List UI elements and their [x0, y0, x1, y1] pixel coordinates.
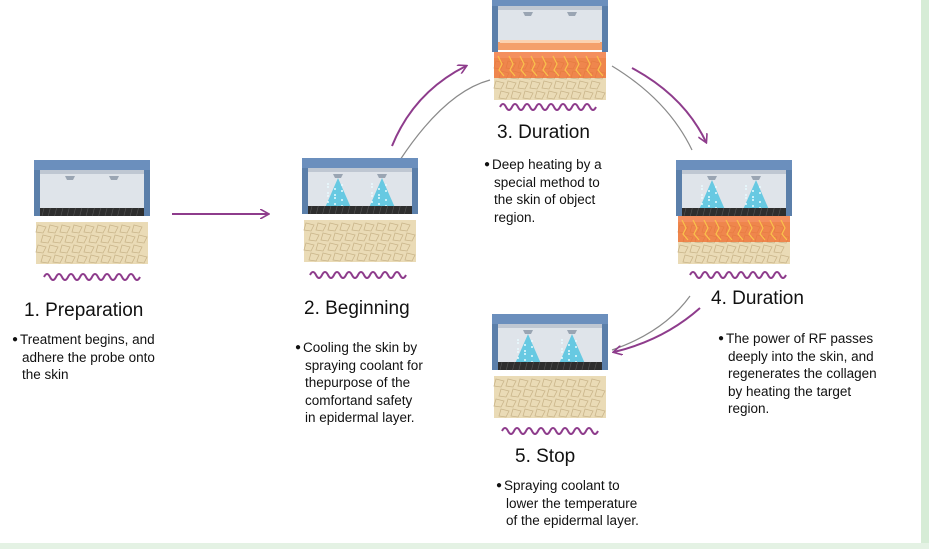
- description-line: thepurpose of the: [295, 374, 423, 392]
- description-text: special method to: [494, 174, 600, 190]
- description-line: ●Treatment begins, and: [12, 331, 155, 349]
- description-line: ●Cooling the skin by: [295, 339, 423, 357]
- description-text: lower the temperature: [506, 495, 638, 511]
- description-line: ●Spraying coolant to: [496, 477, 639, 495]
- description-line: adhere the probe onto: [12, 349, 155, 367]
- bullet-icon: ●: [496, 480, 503, 491]
- cycle-arc-4-5: [611, 295, 691, 351]
- description-line: spraying coolant for: [295, 357, 423, 375]
- arrow-4-to-5: [614, 307, 701, 352]
- description-line: the skin of object: [484, 191, 602, 209]
- wave-icon: [501, 427, 599, 435]
- bullet-icon: ●: [12, 334, 19, 345]
- bullet-icon: ●: [295, 342, 302, 353]
- description-text: Treatment begins, and: [20, 332, 155, 347]
- step-title-beginning: 2. Beginning: [304, 298, 410, 319]
- description-line: by heating the target: [718, 383, 877, 401]
- step-title-stop: 5. Stop: [515, 446, 576, 467]
- probe-illustration-duration-4: [674, 160, 794, 268]
- cycle-arc-3-4: [611, 65, 693, 151]
- description-text: of the epidermal layer.: [506, 513, 639, 528]
- description-line: region.: [718, 400, 877, 418]
- description-text: The power of RF passes: [726, 331, 874, 346]
- description-text: by heating the target: [728, 383, 852, 399]
- description-text: the skin: [22, 367, 69, 382]
- probe-illustration-duration-3: [490, 0, 610, 104]
- arrow-2-to-3: [391, 66, 466, 147]
- step-title-preparation: 1. Preparation: [24, 300, 144, 321]
- bullet-icon: ●: [484, 159, 491, 170]
- wave-icon: [689, 271, 787, 279]
- description-text: in epidermal layer.: [305, 410, 415, 425]
- arrow-3-to-4: [631, 67, 706, 142]
- description-line: of the epidermal layer.: [496, 512, 639, 530]
- step-title-duration-3: 3. Duration: [497, 122, 590, 143]
- wave-icon: [499, 103, 597, 111]
- description-text: deeply into the skin, and: [728, 348, 874, 364]
- description-line: special method to: [484, 174, 602, 192]
- cycle-arc-2-3: [399, 79, 491, 161]
- description-text: thepurpose of the: [305, 375, 411, 390]
- description-text: Cooling the skin by: [303, 340, 418, 355]
- step-title-duration-4: 4. Duration: [711, 288, 804, 309]
- description-line: comfortand safety: [295, 392, 423, 410]
- description-text: Spraying coolant to: [504, 478, 620, 493]
- description-line: ●The power of RF passes: [718, 330, 877, 348]
- probe-illustration-beginning: [300, 158, 420, 266]
- description-line: in epidermal layer.: [295, 409, 423, 427]
- description-line: regenerates the collagen: [718, 365, 877, 383]
- description-line: the skin: [12, 366, 155, 384]
- description-text: the skin of object: [494, 192, 596, 207]
- probe-illustration-preparation: [32, 160, 152, 268]
- description-text: region.: [494, 209, 536, 225]
- right-border: [921, 0, 929, 549]
- wave-icon: [43, 273, 141, 281]
- wave-icon: [309, 271, 407, 279]
- description-text: adhere the probe onto: [22, 349, 155, 365]
- description-text: comfortand safety: [305, 392, 413, 408]
- description-text: spraying coolant for: [305, 357, 423, 373]
- description-text: Deep heating by a: [492, 157, 602, 172]
- bullet-icon: ●: [718, 333, 725, 344]
- probe-illustration-stop: [490, 314, 610, 422]
- description-text: region.: [728, 401, 770, 416]
- description-line: region.: [484, 209, 602, 227]
- bottom-border: [0, 543, 929, 549]
- description-line: ●Deep heating by a: [484, 156, 602, 174]
- description-line: deeply into the skin, and: [718, 348, 877, 366]
- description-line: lower the temperature: [496, 495, 639, 513]
- description-text: regenerates the collagen: [728, 366, 877, 381]
